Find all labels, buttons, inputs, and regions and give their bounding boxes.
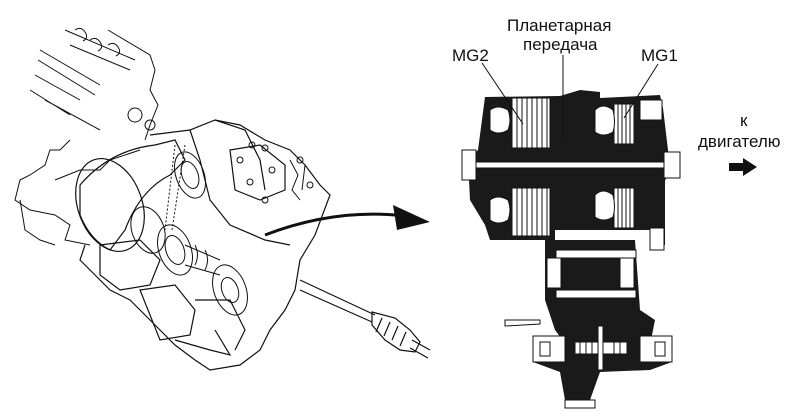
transaxle-housing [75,119,331,371]
mg2-label: MG2 [452,46,489,65]
main-shaft [467,161,679,169]
mg1-leader [623,63,659,119]
mg2-stator-bottom [511,187,551,237]
to-engine-arrow-icon [729,158,757,176]
mg2-leader [481,62,524,125]
mg2-stator-top [511,97,551,149]
gear-train [130,141,314,316]
to-engine-label-line1: к [740,111,748,130]
mg1-stator-bottom [613,187,635,229]
cross-section [461,90,681,409]
to-engine-label-line2: двигателю [698,132,781,151]
drive-shaft [299,279,431,359]
pointer-arrow [264,212,396,237]
leader-lines [481,55,659,140]
pointer-arrow-head [393,205,430,230]
planetary-gear-label-line1: Планетарная [507,16,612,35]
planetary-gear-label-line2: передача [523,35,598,54]
engine-outline [14,27,159,246]
mg1-stator-top [613,103,635,145]
mg1-label: MG1 [641,46,678,65]
